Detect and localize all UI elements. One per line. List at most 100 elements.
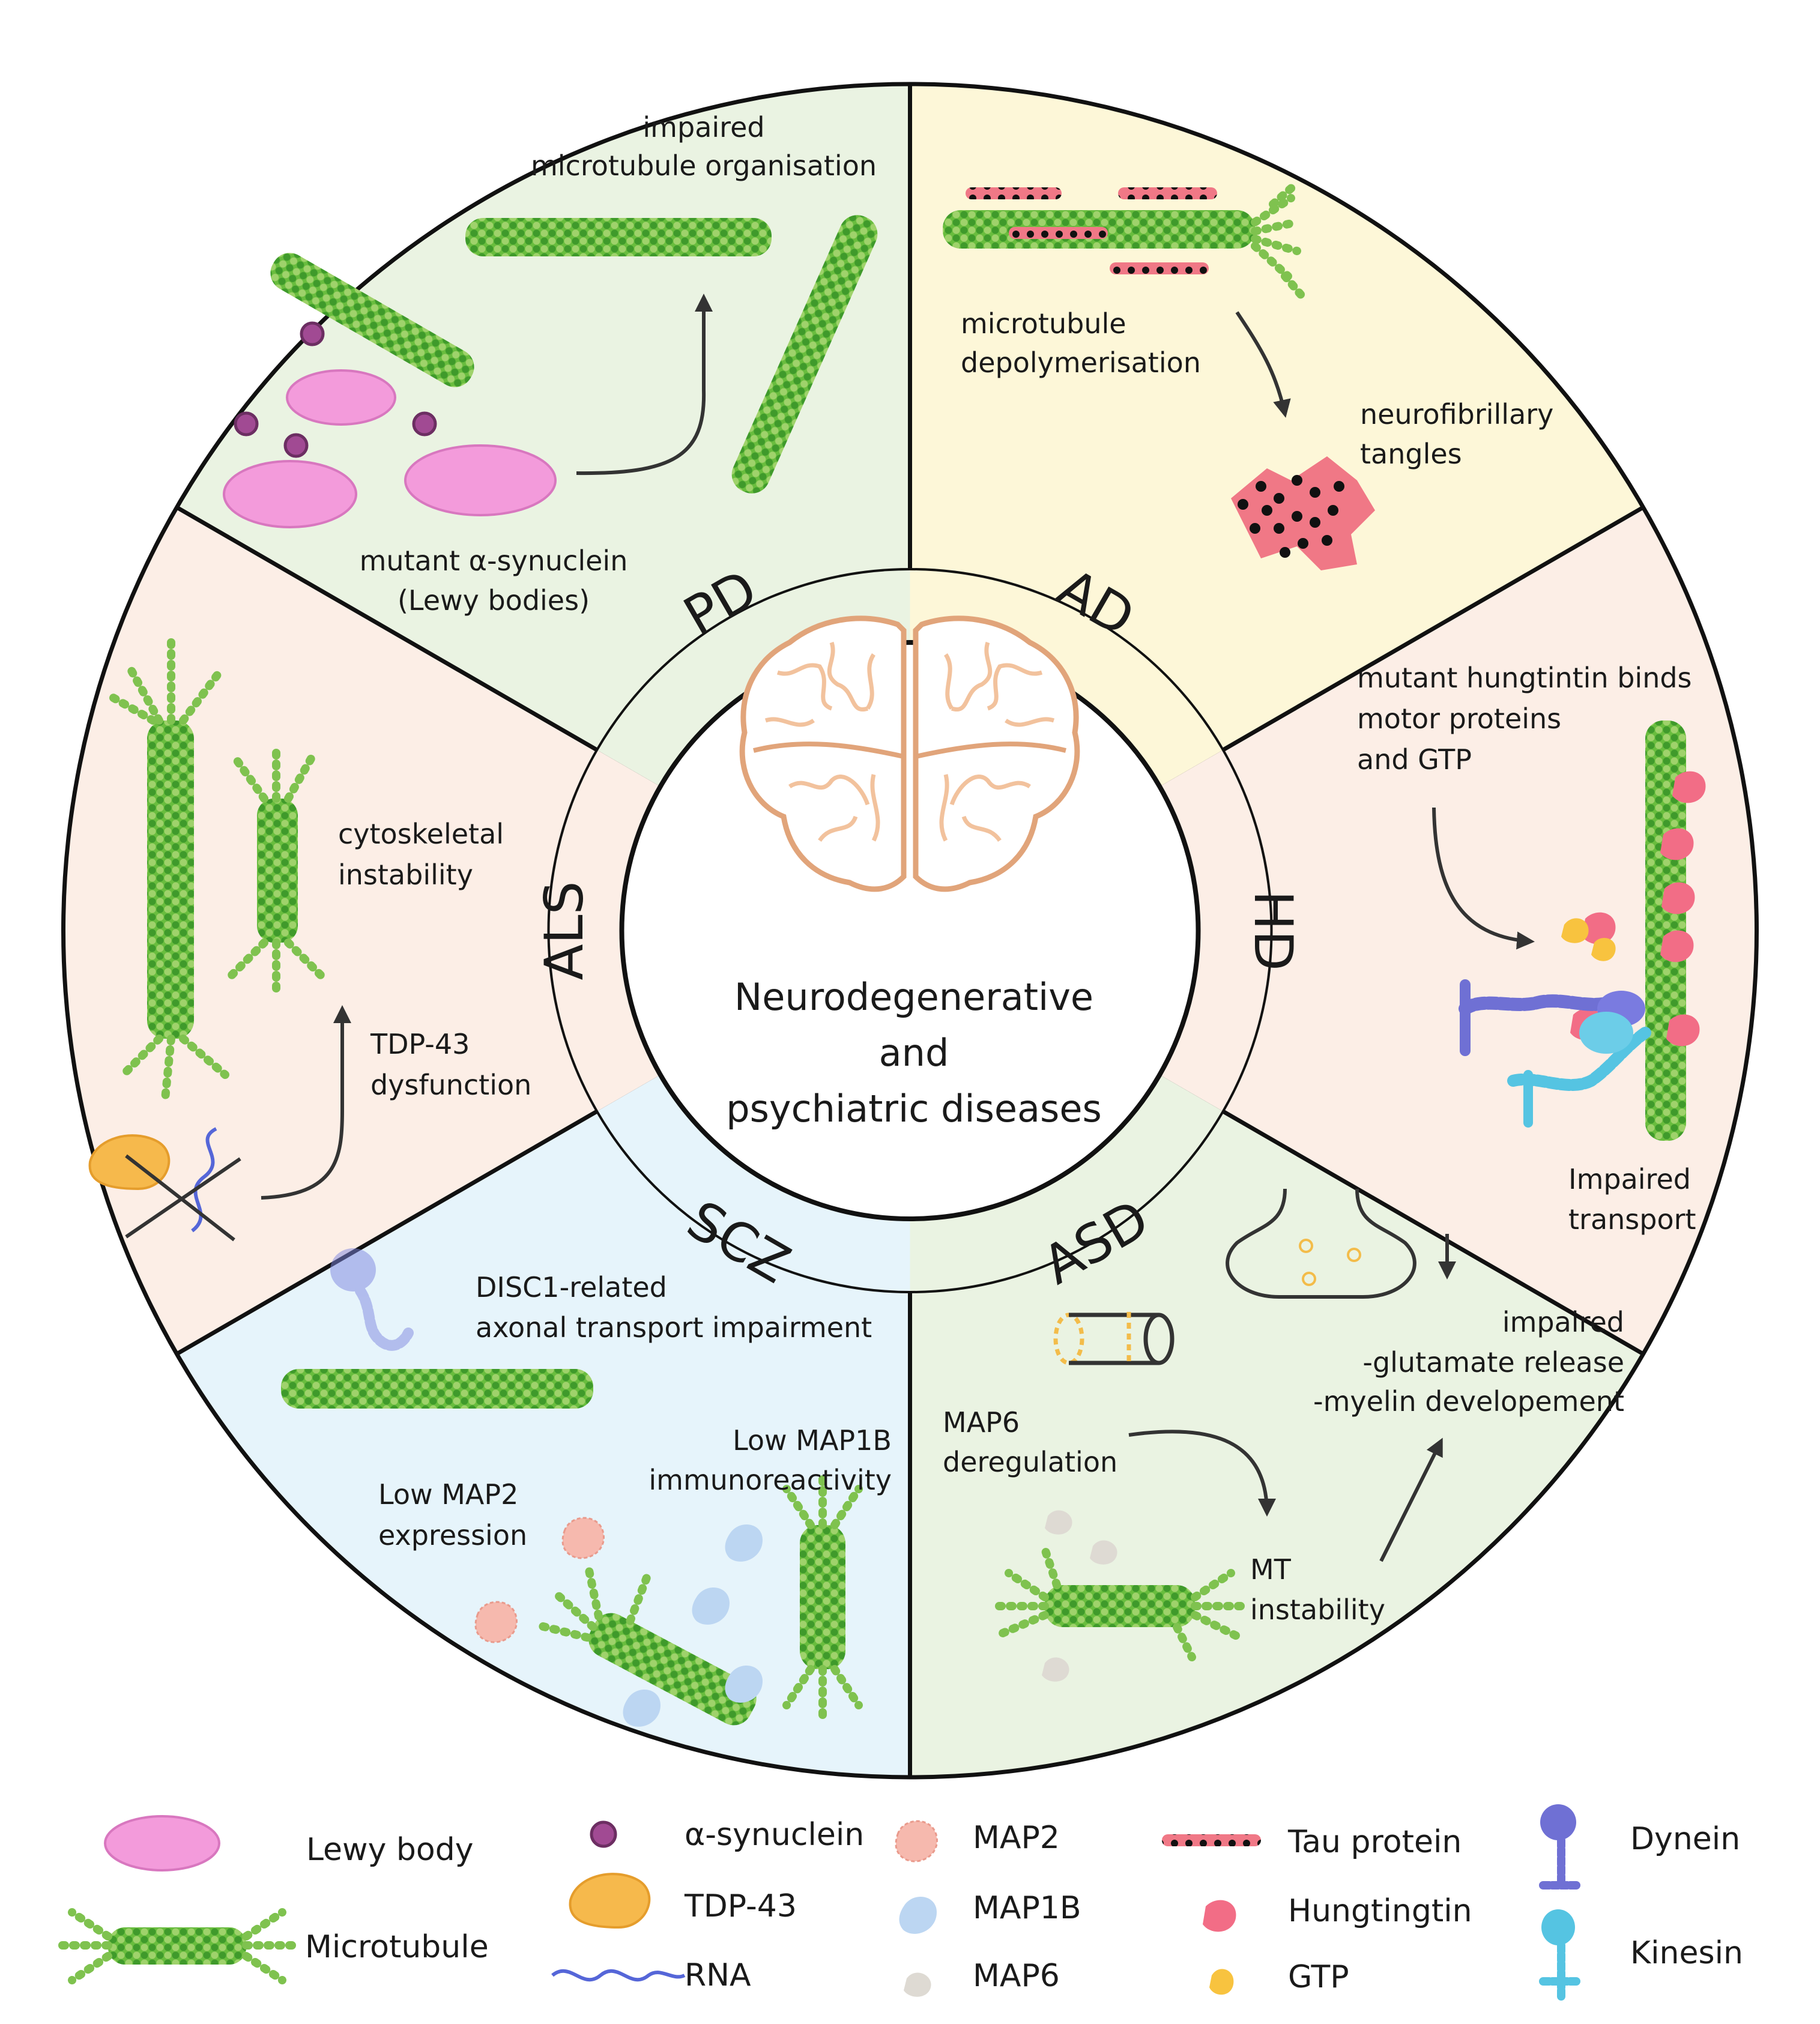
legend-gtp-icon [1209,1969,1234,1995]
legend-label-lewy-body: Lewy body [306,1832,473,1868]
ad-label-tangles-2: tangles [1360,438,1462,470]
microtubule-icon [731,215,878,494]
tau-protein-icon [1118,187,1217,199]
asd-label-impaired-1: impaired [1502,1306,1624,1338]
legend-map6-icon [904,1972,931,1997]
legend-map2-icon [895,1820,938,1862]
sector-als [63,507,910,1354]
gtp-icon [1591,938,1616,961]
tau-protein-icon [1110,262,1209,274]
microtubule-icon [224,746,328,995]
alpha-synuclein-icon [300,321,325,346]
pd-label-synuclein-1: mutant α-synuclein [360,545,628,577]
pd-arrow [576,294,713,476]
tau-protein-icon [1009,227,1108,239]
ad-arrow [1235,311,1291,418]
hd-illustration [1432,720,1706,1141]
legend-label-kinesin: Kinesin [1630,1935,1743,1971]
asd-arrow-1 [1128,1430,1276,1517]
asd-label-map6-1: MAP6 [943,1406,1020,1439]
legend-lewy-body-icon [104,1815,220,1871]
microtubule-icon [270,253,474,387]
hd-label-transport-2: transport [1568,1203,1696,1236]
legend-rna-icon [551,1969,686,1982]
legend-huntingtin-icon [1203,1900,1236,1932]
legend-label-gtp: GTP [1288,1959,1349,1995]
legend-label-huntingtin: Hungtingtin [1288,1893,1472,1929]
scz-label-map2-1: Low MAP2 [378,1478,518,1511]
asd-label-map6-2: deregulation [943,1446,1117,1478]
legend-label-rna: RNA [685,1957,751,1993]
asd-illustration [993,1188,1456,1682]
asd-arrow-2 [1379,1437,1443,1562]
lewy-body-icon [404,444,557,516]
sector-divider [1158,505,1645,789]
scz-label-disc1-1: DISC1-related [476,1271,667,1304]
center-title-line-2: and [879,1031,949,1075]
legend-label-tau: Tau protein [1287,1824,1462,1860]
tau-protein-icon [966,187,1062,199]
scz-illustration [281,1248,863,1727]
ad-illustration [943,179,1375,570]
alpha-synuclein-icon [283,433,309,458]
legend-label-map6: MAP6 [973,1958,1060,1994]
kinesin-icon [1507,1012,1651,1128]
center-title-line-3: psychiatric diseases [726,1087,1102,1131]
neurofibrillary-tangle [1231,456,1375,570]
als-label-cyto-1: cytoskeletal [338,818,504,850]
alpha-synuclein-icon [234,411,259,437]
hd-label-binds-3: and GTP [1357,743,1472,776]
legend-tau-protein-icon [1162,1834,1261,1846]
alpha-synuclein-icon [412,411,437,437]
legend-kinesin-icon [1539,1909,1583,2001]
map6-icon [1042,1510,1117,1682]
legend-label-dynein: Dynein [1630,1821,1740,1857]
asd-label-impaired-3: -myelin developement [1313,1385,1624,1418]
synapse-icon [1226,1188,1416,1299]
legend-label-alpha-synuclein: α-synuclein [685,1817,864,1853]
als-label-tdp-1: TDP-43 [370,1028,470,1060]
legend-microtubule-icon [56,1908,298,1984]
legend-tdp43-icon [569,1873,651,1929]
als-arrow [261,1005,351,1200]
scz-label-map1b-1: Low MAP1B [733,1424,892,1457]
asd-label-impaired-2: -glutamate release [1362,1346,1624,1379]
legend-map1b-icon [899,1896,937,1934]
als-illustration [88,638,351,1242]
cross-mark [125,1154,241,1242]
dynein-icon [330,1248,414,1351]
lewy-body-icon [223,460,357,528]
lewy-body-icon [286,369,396,426]
gtp-icon [1561,918,1589,943]
pd-label-impaired-2: microtubule organisation [531,150,877,182]
microtubule-icon [107,638,229,1103]
hd-label-transport-1: Impaired [1568,1163,1691,1195]
microtubule-icon [535,1566,757,1726]
ad-label-tangles-1: neurofibrillary [1360,398,1553,430]
scz-label-map1b-2: immunoreactivity [648,1464,892,1496]
scz-label-map2-2: expression [378,1519,527,1551]
center-disc [619,640,1201,1221]
abbr-als: ALS [533,881,595,980]
abbr-hd: HD [1242,890,1304,971]
asd-label-mt-1: MT [1250,1553,1292,1586]
legend-dynein-icon [1539,1804,1583,1890]
pd-label-synuclein-2: (Lewy bodies) [398,584,590,617]
microtubule-icon [465,218,772,256]
hd-label-binds-1: mutant hungtintin binds [1357,662,1692,694]
sector-divider [1158,1072,1645,1356]
microtubule-icon [782,1473,863,1721]
pd-illustration [223,215,878,528]
microtubule-icon [993,1545,1247,1661]
microtubule-icon [281,1369,593,1409]
sector-divider [175,505,662,789]
legend-label-microtubule: Microtubule [305,1929,489,1965]
outer-ring [61,82,1759,1780]
als-label-tdp-2: dysfunction [370,1069,531,1101]
ad-label-depoly-1: microtubule [961,307,1126,340]
scz-label-disc1-2: axonal transport impairment [476,1311,872,1344]
legend: Lewy body Microtubule α-synuclein TDP-43… [56,1804,1743,2001]
hd-label-binds-2: motor proteins [1357,702,1561,735]
legend-label-map1b: MAP1B [973,1890,1081,1926]
